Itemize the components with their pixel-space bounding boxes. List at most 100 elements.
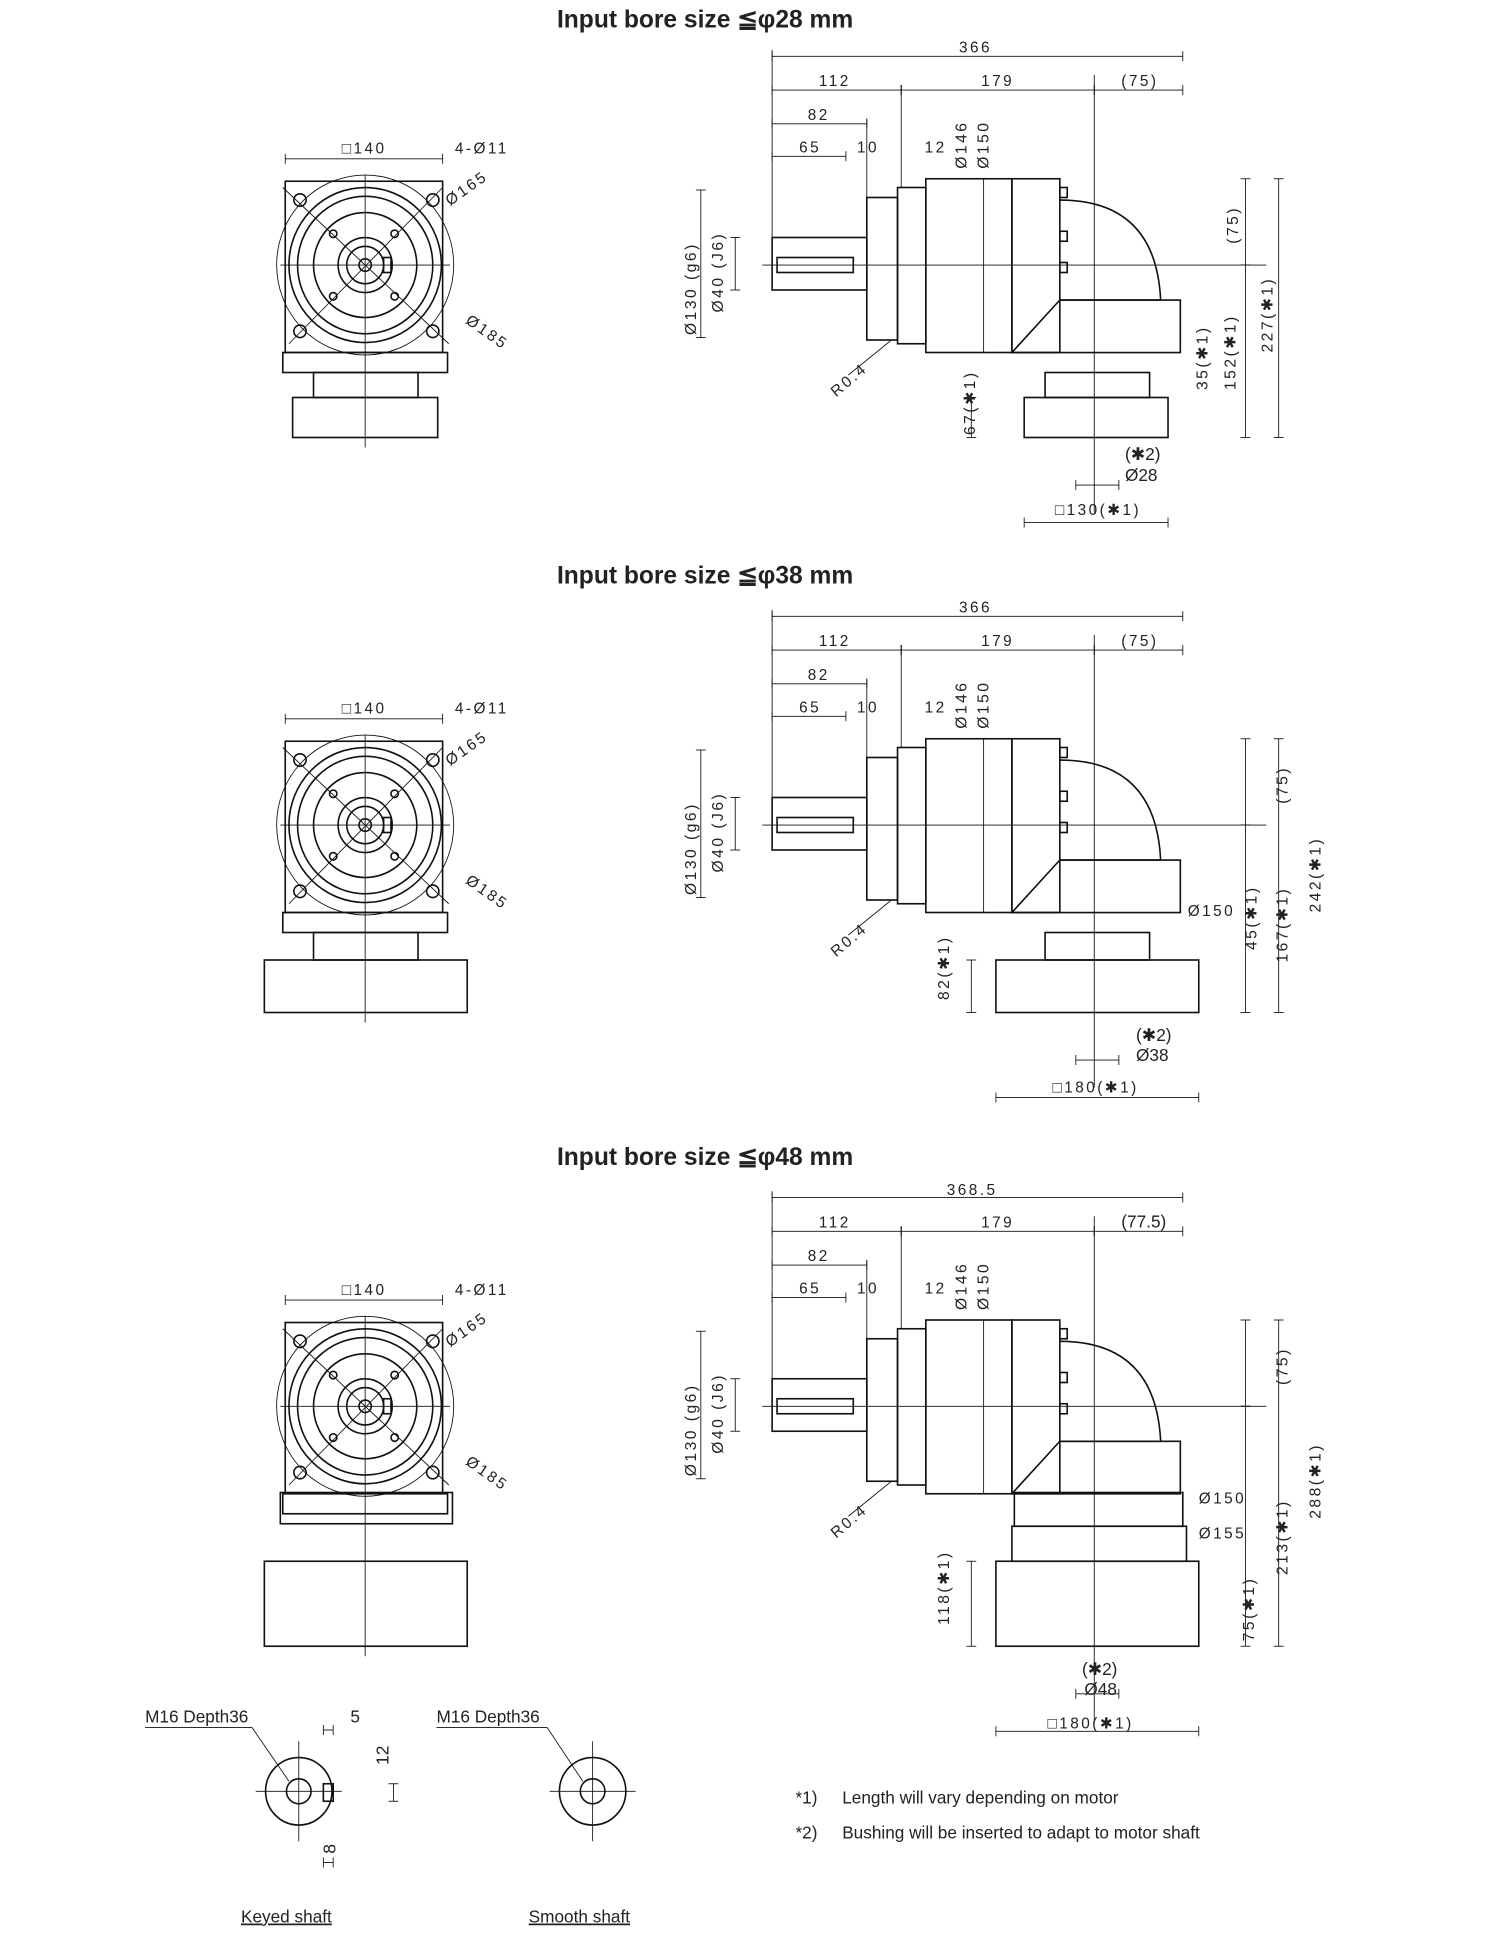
bolt-head-icon (1059, 261, 1069, 274)
section-phi48: Input bore size ≦φ48 mm □140 4-Ø11 Ø165 … (342, 1144, 1325, 1733)
dim-150: Ø150 (976, 1262, 993, 1310)
dim-outer: Ø185 (462, 1453, 511, 1495)
dim-v2: 152(✱1) (1223, 314, 1240, 390)
footnote-mark: *1) (795, 1788, 817, 1808)
dim-40: Ø40 (J6) (710, 1373, 727, 1454)
footnotes: *1) Length will vary depending on motor … (795, 1788, 1199, 1843)
dim-square: □140 (342, 701, 387, 718)
dim-total: 366 (959, 599, 992, 616)
dim-12: 12 (925, 699, 947, 716)
motor-adapter (995, 959, 1200, 1014)
dim-v75: (75) (1225, 206, 1242, 244)
dim-40: Ø40 (J6) (710, 232, 727, 313)
dimension-line (288, 187, 443, 345)
dim-holes: 4-Ø11 (455, 701, 509, 718)
dim-130: Ø130 (g6) (683, 802, 700, 895)
shaft-details: M16 Depth36 5 12 8 M16 Depth36 Keyed sha… (145, 1706, 630, 1926)
smooth-thread-label: M16 Depth36 (436, 1706, 539, 1726)
tap-hole-icon (390, 789, 400, 799)
flange (866, 1337, 899, 1483)
dim-bore: Ø28 (1125, 465, 1158, 485)
bolt-head-icon (1059, 821, 1069, 834)
motor-adapter (312, 931, 419, 961)
flange-square (284, 740, 444, 914)
dim-v1: 35(✱1) (1194, 325, 1211, 390)
footnote-mark: *2) (795, 1823, 817, 1843)
dim-82: 82 (808, 107, 830, 124)
tap-hole-icon (390, 851, 400, 861)
dim-82: 82 (808, 667, 830, 684)
bolt-hole-icon (425, 1334, 440, 1349)
angle-housing (1010, 299, 1182, 354)
tap-hole-icon (328, 1370, 338, 1380)
note-ref: (✱2) (1136, 1025, 1171, 1045)
dim-b: 179 (981, 1214, 1014, 1231)
dim-10: 10 (857, 139, 879, 156)
dim-r: R0.4 (828, 1501, 871, 1542)
dim-10: 10 (857, 1281, 879, 1298)
dim-65: 65 (799, 699, 821, 716)
dim-holes: 4-Ø11 (455, 141, 509, 158)
dim-130: Ø130 (g6) (683, 1383, 700, 1476)
bolt-hole-icon (293, 884, 307, 899)
note-ref: (✱2) (1125, 444, 1160, 464)
dim-65: 65 (799, 1281, 821, 1298)
dimension-line (848, 1480, 892, 1517)
tap-hole-icon (328, 291, 338, 301)
dim-v3: 227(✱1) (1260, 277, 1277, 353)
dim-r: R0.4 (828, 920, 871, 961)
bolt-head-icon (1059, 230, 1069, 243)
bolt-head-icon (1059, 1402, 1069, 1415)
dim-v3: 242(✱1) (1308, 837, 1325, 913)
motor-adapter (263, 959, 469, 1014)
section-title: Input bore size ≦φ28 mm (557, 6, 853, 33)
dimension-line (848, 899, 892, 936)
tap-hole-icon (328, 851, 338, 861)
note-ref: (✱2) (1082, 1659, 1117, 1679)
dim-pcd: Ø165 (443, 728, 492, 770)
dim-v1: 75(✱1) (1241, 1577, 1258, 1642)
base-plate (281, 1492, 449, 1515)
dim-c: (77.5) (1121, 1211, 1166, 1231)
dim-holes: 4-Ø11 (455, 1282, 509, 1299)
motor-adapter (279, 1491, 454, 1525)
dim-146: Ø146 (954, 681, 971, 729)
flange (866, 196, 899, 341)
motor-adapter (291, 396, 439, 439)
dim-82: 82 (808, 1248, 830, 1265)
dim-c: (75) (1121, 633, 1158, 650)
dim-p150: Ø150 (1188, 903, 1235, 920)
dimension-line (251, 1727, 290, 1782)
motor-adapter (1023, 396, 1169, 439)
dim-v2: 167(✱1) (1274, 887, 1291, 963)
bolt-hole-icon (425, 884, 440, 899)
angle-housing (1010, 859, 1182, 914)
flange-ring (896, 186, 927, 345)
dim-a: 112 (819, 73, 851, 90)
keyed-shaft-caption: Keyed shaft (241, 1906, 332, 1926)
motor-adapter (263, 1560, 469, 1648)
dim-146: Ø146 (954, 121, 971, 169)
motor-adapter (1013, 1491, 1184, 1528)
dimension-line (848, 339, 892, 376)
dim-square: □140 (342, 141, 387, 158)
motor-adapter (995, 1560, 1200, 1648)
tap-hole-icon (328, 1432, 338, 1443)
tap-hole-icon (328, 229, 338, 239)
dim-40: Ø40 (J6) (710, 792, 727, 873)
dim-b: 179 (981, 73, 1014, 90)
dimension-line (288, 1328, 443, 1486)
bolt-head-icon (1059, 746, 1069, 759)
bolt-head-icon (1059, 1327, 1069, 1340)
footnote-text: Bushing will be inserted to adapt to mot… (842, 1823, 1200, 1843)
section-title: Input bore size ≦φ48 mm (557, 1144, 853, 1171)
tap-hole-icon (390, 1432, 400, 1443)
dim-total: 366 (959, 39, 992, 56)
section-phi28: Input bore size ≦φ28 mm □140 4-Ø11 Ø165 … (342, 6, 1277, 519)
motor-adapter (312, 371, 419, 399)
dim-pcd: Ø165 (443, 168, 492, 210)
motor-adapter (1044, 371, 1151, 399)
dim-bore: Ø38 (1136, 1045, 1169, 1065)
dim-motor: □130(✱1) (1055, 502, 1141, 519)
